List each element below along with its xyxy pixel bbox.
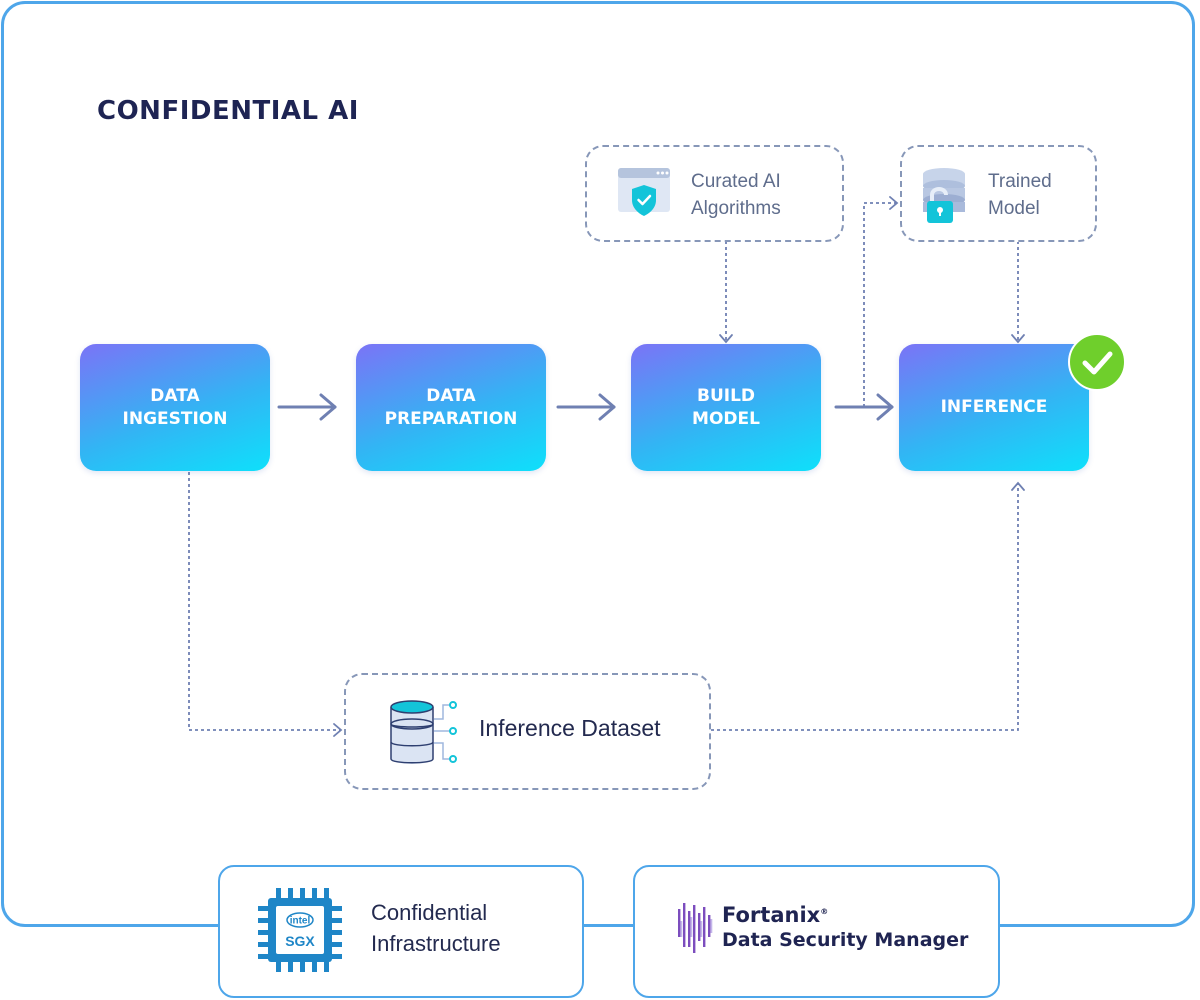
sgx-label-line1: Confidential <box>371 900 488 925</box>
fortanix-product: Data Security Manager <box>722 929 969 951</box>
checkmark-icon <box>1082 351 1113 375</box>
database-icon <box>390 700 457 764</box>
database-lock-icon <box>923 168 965 223</box>
svg-text:intel: intel <box>290 916 311 927</box>
curated-algorithms-label: Curated AI Algorithms <box>691 168 781 222</box>
step-build-model-line2: MODEL <box>692 408 760 429</box>
sgx-label-line2: Infrastructure <box>371 931 501 956</box>
step-data-preparation-line2: PREPARATION <box>384 408 518 429</box>
fortanix-logo-icon <box>678 903 713 953</box>
step-data-preparation-line1: DATA <box>426 385 476 406</box>
diagram-frame <box>1 1 1195 927</box>
dashed-dataset-to-inference <box>711 484 1019 731</box>
step-build-model-line1: BUILD <box>696 385 756 406</box>
step-inference-line1: INFERENCE <box>940 397 1048 417</box>
step-data-ingestion-line1: DATA <box>150 385 200 406</box>
trained-label-line1: Trained <box>988 171 1052 192</box>
fortanix-brand: Fortanix® <box>722 903 829 927</box>
step-data-ingestion: DATA INGESTION <box>80 344 270 471</box>
step-data-ingestion-line2: INGESTION <box>122 408 228 429</box>
trained-label-line2: Model <box>988 198 1040 219</box>
diagram-title: CONFIDENTIAL AI <box>97 96 359 126</box>
step-inference: INFERENCE <box>899 344 1089 471</box>
step-data-preparation: DATA PREPARATION <box>356 344 546 471</box>
svg-text:SGX: SGX <box>285 933 315 949</box>
curated-label-line2: Algorithms <box>691 198 781 219</box>
shield-browser-icon <box>618 168 670 216</box>
dashed-build-to-trained <box>863 202 896 407</box>
trained-model-label: Trained Model <box>988 168 1052 222</box>
dashed-ingestion-to-dataset <box>188 472 340 731</box>
sgx-footer-label: Confidential Infrastructure <box>371 897 501 959</box>
fortanix-brand-text: Fortanix <box>722 903 821 927</box>
intel-sgx-chip-icon: intel SGX <box>258 888 342 972</box>
inference-dataset-label: Inference Dataset <box>479 715 661 741</box>
checkmark-badge <box>1068 333 1126 391</box>
step-build-model: BUILD MODEL <box>631 344 821 471</box>
curated-label-line1: Curated AI <box>691 171 781 192</box>
